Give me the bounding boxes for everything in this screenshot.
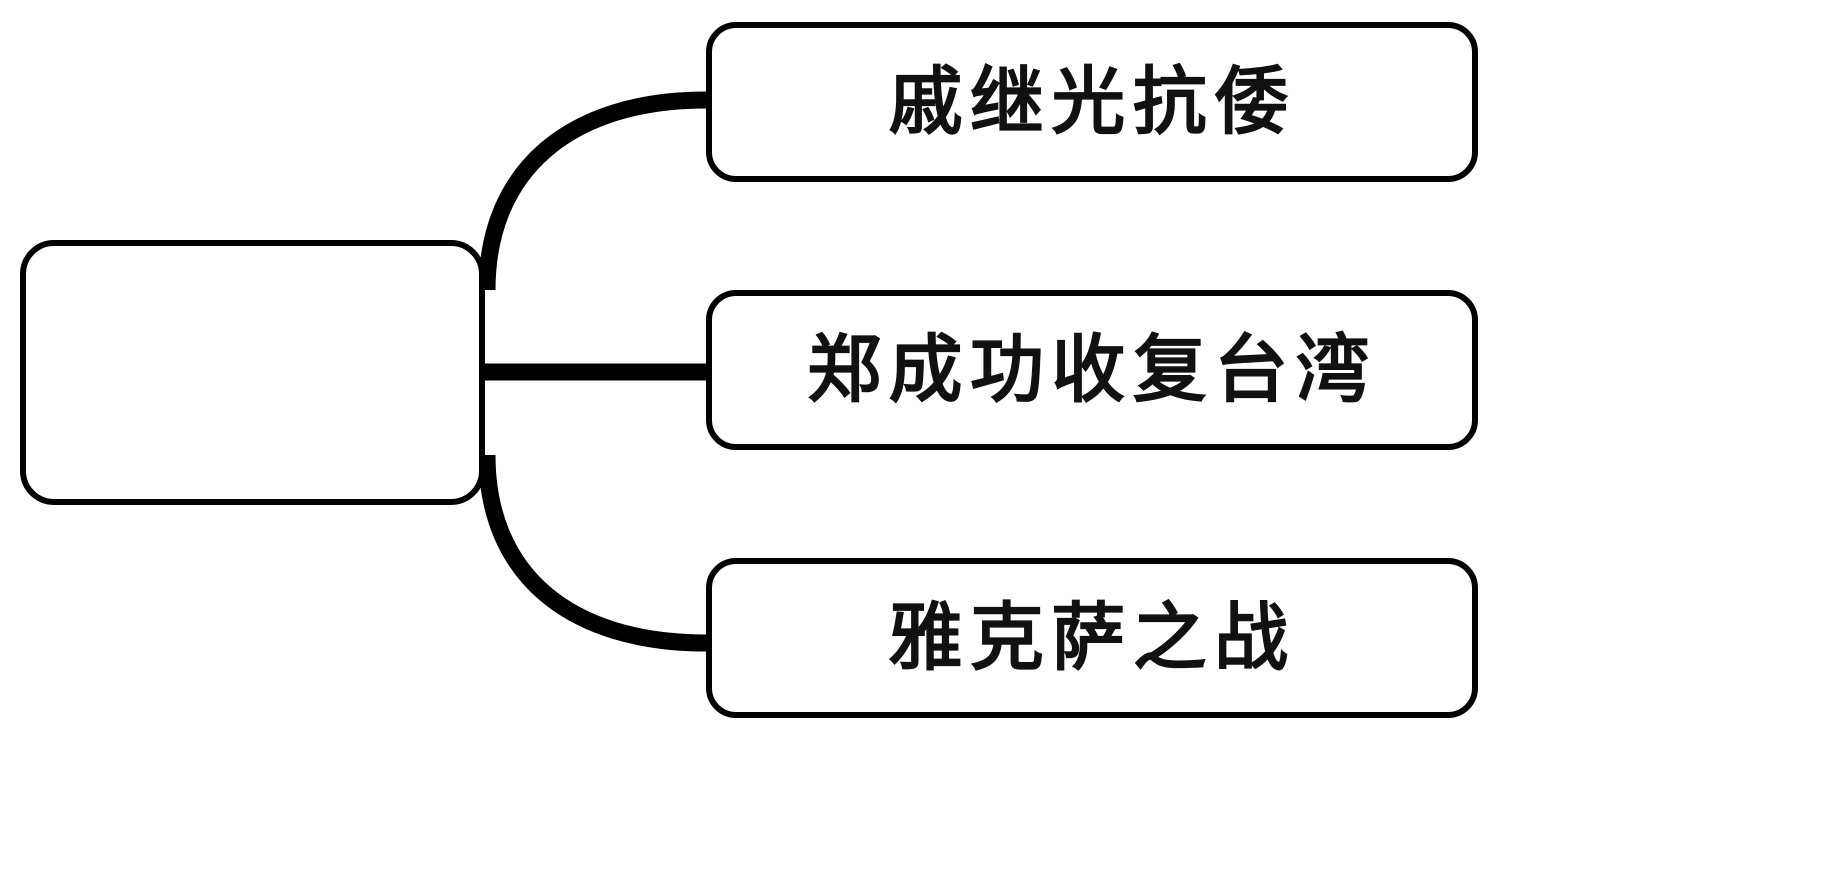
branch-node-label: 戚继光抗倭 — [888, 59, 1296, 145]
connector-line-3 — [478, 454, 707, 652]
branch-node-label: 郑成功收复台湾 — [807, 327, 1377, 413]
branch-node-zheng-chenggong[interactable]: 郑成功收复台湾 — [706, 290, 1478, 450]
branch-node-label: 雅克萨之战 — [888, 595, 1296, 681]
branch-node-qi-jiguang[interactable]: 戚继光抗倭 — [706, 22, 1478, 182]
root-node-blank[interactable] — [20, 240, 485, 505]
branch-node-yakesa-battle[interactable]: 雅克萨之战 — [706, 558, 1478, 718]
connector-line-1 — [478, 91, 707, 291]
